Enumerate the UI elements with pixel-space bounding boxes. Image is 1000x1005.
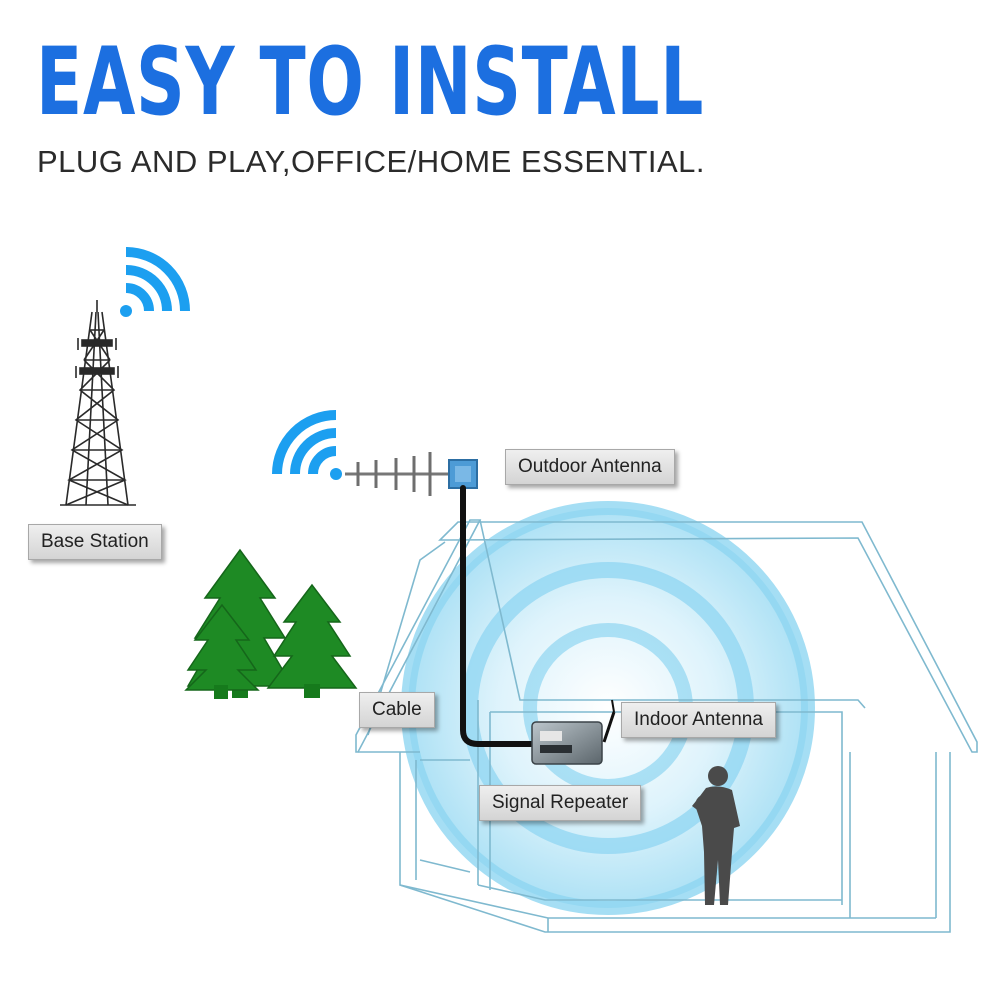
repeater-icon — [531, 699, 616, 765]
coax-cable — [460, 485, 541, 747]
tree-icon — [184, 548, 358, 699]
indoor-antenna-label: Indoor Antenna — [621, 702, 776, 738]
house-icon — [355, 519, 978, 933]
base-station-label: Base Station — [28, 524, 162, 560]
signal-repeater-label: Signal Repeater — [479, 785, 642, 821]
person-icon — [692, 766, 740, 905]
page-subtitle: PLUG AND PLAY,OFFICE/HOME ESSENTIAL. — [37, 144, 706, 179]
cable-label: Cable — [359, 692, 435, 728]
yagi-antenna-icon — [345, 452, 478, 496]
wifi-signal-icon — [120, 247, 190, 317]
cell-tower-icon — [60, 300, 136, 506]
outdoor-antenna-label: Outdoor Antenna — [505, 449, 675, 485]
page-title: EASY TO INSTALL — [36, 28, 705, 137]
wifi-signal-icon — [272, 410, 342, 480]
